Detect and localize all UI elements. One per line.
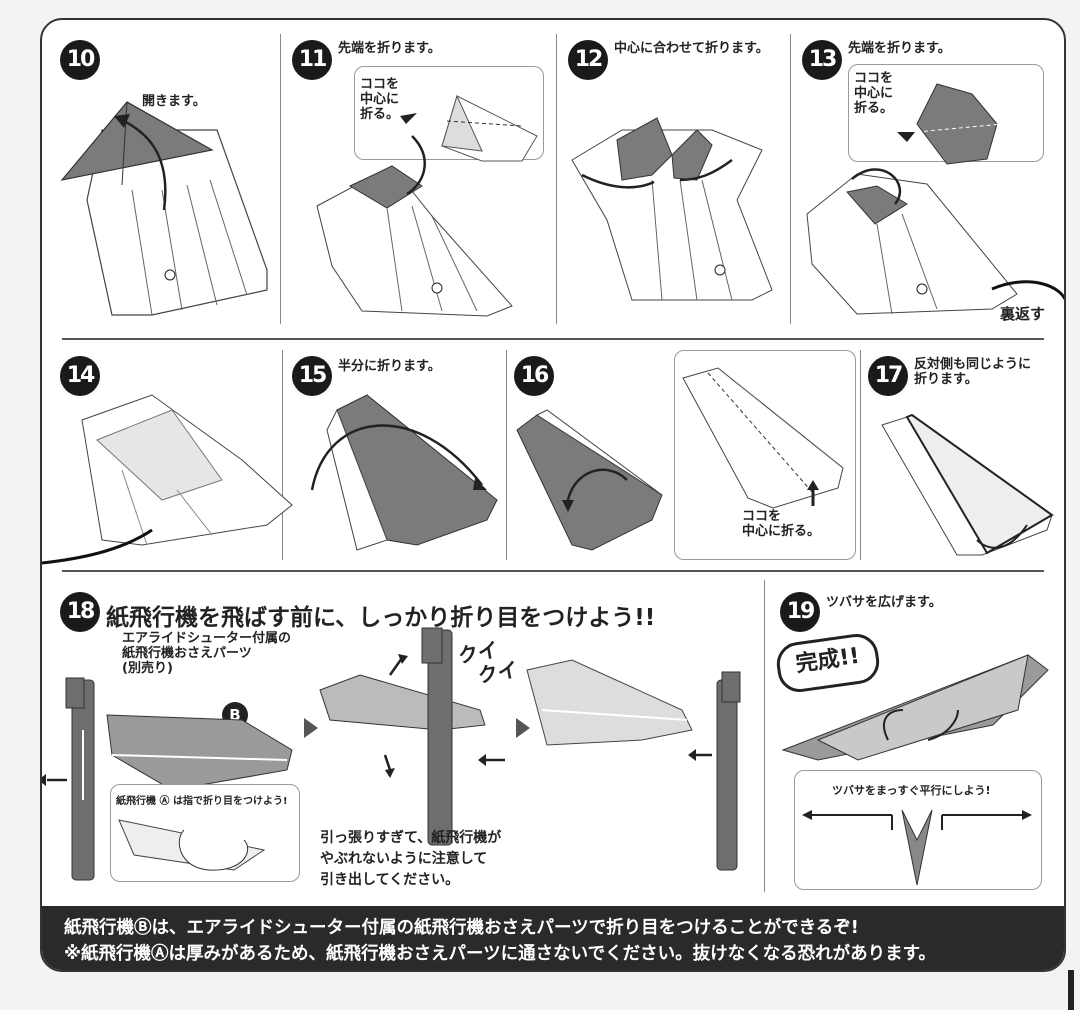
col-divider xyxy=(282,350,283,560)
step-number-17: 17 xyxy=(868,356,908,396)
step-18-figure-b xyxy=(319,627,505,846)
col-divider xyxy=(860,350,861,560)
col-divider xyxy=(506,350,507,560)
callout-line: ココを xyxy=(742,509,782,524)
warning-line: 引き出してください。 xyxy=(320,872,460,888)
step-17-caption: 反対側も同じように 折ります。 xyxy=(914,357,1032,388)
sfx-kui: クイ クイ xyxy=(456,635,519,690)
step-11-caption: 先端を折ります。 xyxy=(338,41,441,56)
step-18-figure-c xyxy=(526,659,741,871)
inset-note: 紙飛行機 Ⓐ は指で折り目をつけよう! xyxy=(116,796,288,807)
step-15-figure xyxy=(310,394,498,551)
row-divider-1 xyxy=(62,338,1044,340)
step-18-heading: 紙飛行機を飛ばす前に、しっかり折り目をつけよう!! xyxy=(106,605,656,631)
step-number-19: 19 xyxy=(780,592,820,632)
caption-line: 反対側も同じように xyxy=(914,357,1032,372)
step-16-figure-b xyxy=(682,367,844,509)
notice-line-2: ※紙飛行機Ⓐは厚みがあるため、紙飛行機おさえパーツに通さないでください。抜けなく… xyxy=(64,944,936,964)
callout-line: ココを xyxy=(854,71,894,86)
step-number-13: 13 xyxy=(802,40,842,80)
instruction-sheet: 10 開きます。 11 先端を折ります。 ココを 中心に 折る。 12 中心に合… xyxy=(40,18,1066,972)
tip-text: ツバサをまっすぐ平行にしよう! xyxy=(832,784,991,797)
warning-line: やぶれないように注意して xyxy=(320,851,488,867)
step-arrow-right xyxy=(516,718,530,738)
bottom-notice-banner: 紙飛行機Ⓑは、エアライドシューター付属の紙飛行機おさえパーツで折り目をつけること… xyxy=(42,906,1064,970)
step-number-16: 16 xyxy=(514,356,554,396)
caption-line: 折ります。 xyxy=(914,371,978,387)
tip-figure xyxy=(802,809,1032,886)
part-label-line: エアライドシューター付属の xyxy=(122,631,292,646)
col-divider xyxy=(764,580,765,892)
part-label: エアライドシューター付属の 紙飛行機おさえパーツ (別売り) xyxy=(122,631,292,677)
callout-line: 中心に xyxy=(360,91,400,107)
step-11-callout-text: ココを 中心に 折る。 xyxy=(360,77,400,123)
flip-over-label: 裏返す xyxy=(1000,305,1046,323)
pull-warning: 引っ張りすぎて、紙飛行機が やぶれないように注意して 引き出してください。 xyxy=(320,828,501,891)
part-label-line: 紙飛行機おさえパーツ xyxy=(122,645,252,661)
notice-line-1: 紙飛行機Ⓑは、エアライドシューター付属の紙飛行機おさえパーツで折り目をつけること… xyxy=(64,918,859,938)
step-number-10: 10 xyxy=(60,40,100,80)
step-12-figure xyxy=(571,117,773,301)
callout-line: 中心に折る。 xyxy=(742,523,821,539)
callout-line: 中心に xyxy=(854,85,894,101)
edge-mark xyxy=(1068,970,1074,1010)
step-14-figure xyxy=(42,394,293,565)
callout-line: 折る。 xyxy=(360,106,400,122)
step-15-caption: 半分に折ります。 xyxy=(338,359,441,374)
step-16-figure-a xyxy=(516,409,663,551)
step-17-figure xyxy=(881,413,1054,556)
col-divider xyxy=(556,34,557,324)
part-label-line: (別売り) xyxy=(122,660,173,676)
step-number-14: 14 xyxy=(60,356,100,396)
warning-line: 引っ張りすぎて、紙飛行機が xyxy=(320,830,502,846)
step-11-figure xyxy=(316,94,538,317)
step-13-caption: 先端を折ります。 xyxy=(848,41,951,56)
inset-finger-figure xyxy=(118,819,266,871)
step-13-figure xyxy=(806,83,1064,315)
step-19-caption: ツバサを広げます。 xyxy=(826,595,942,610)
step-10-caption: 開きます。 xyxy=(142,94,206,109)
step-12-caption: 中心に合わせて折ります。 xyxy=(614,41,769,56)
step-number-12: 12 xyxy=(568,40,608,80)
col-divider xyxy=(790,34,791,324)
row-divider-2 xyxy=(62,570,1044,572)
step-13-callout-text: ココを 中心に 折る。 xyxy=(854,71,894,117)
step-16-callout-text: ココを 中心に折る。 xyxy=(742,509,821,540)
callout-line: 折る。 xyxy=(854,100,894,116)
callout-line: ココを xyxy=(360,77,400,92)
step-18-figure-a xyxy=(42,677,293,881)
step-arrow-right xyxy=(304,718,318,738)
step-number-18: 18 xyxy=(60,592,100,632)
step-19-figure xyxy=(781,654,1049,761)
col-divider xyxy=(280,34,281,324)
step-number-15: 15 xyxy=(292,356,332,396)
step-number-11: 11 xyxy=(292,40,332,80)
step-10-figure xyxy=(60,101,268,316)
